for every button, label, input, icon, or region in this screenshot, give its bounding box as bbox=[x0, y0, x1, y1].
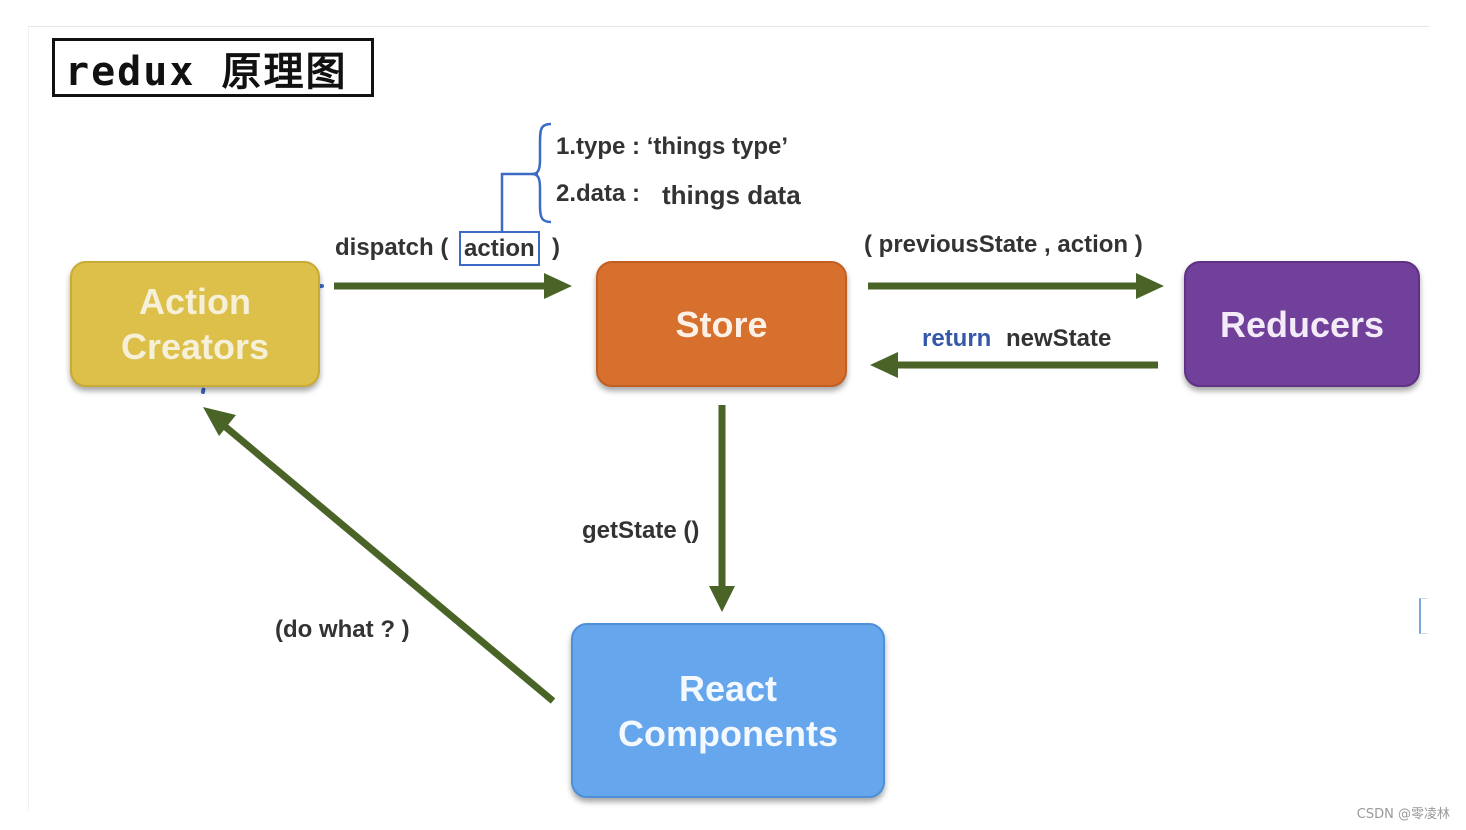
dispatch-label: dispatch ( bbox=[335, 234, 449, 261]
store-label: Store bbox=[675, 303, 768, 345]
react-components-label: React Components bbox=[618, 667, 838, 754]
dispatch-close-paren: ) bbox=[552, 234, 560, 261]
previous-state-label: ( previousState , action ) bbox=[864, 231, 1143, 258]
watermark: CSDN @零凌林 bbox=[1356, 807, 1450, 822]
store-node: Store bbox=[596, 261, 847, 387]
action-data-value-label: things data bbox=[662, 180, 801, 210]
do-what-label: (do what ? ) bbox=[275, 616, 410, 643]
react-components-node: React Components bbox=[571, 623, 885, 798]
action-type-label: 1.type : ‘things type’ bbox=[556, 133, 789, 160]
edge-artifact bbox=[1419, 598, 1427, 634]
get-state-label: getState () bbox=[582, 517, 700, 544]
action-creators-node: Action Creators bbox=[70, 261, 320, 387]
reducers-node: Reducers bbox=[1184, 261, 1420, 387]
new-state-label: newState bbox=[1006, 325, 1112, 352]
return-label: return bbox=[922, 325, 992, 352]
action-data-key-label: 2.data : bbox=[556, 180, 641, 207]
reducers-label: Reducers bbox=[1219, 303, 1385, 345]
action-creators-label: Action Creators bbox=[120, 281, 270, 367]
dispatch-action-label: action bbox=[459, 231, 540, 266]
diagram-title: redux 原理图 bbox=[52, 38, 374, 97]
